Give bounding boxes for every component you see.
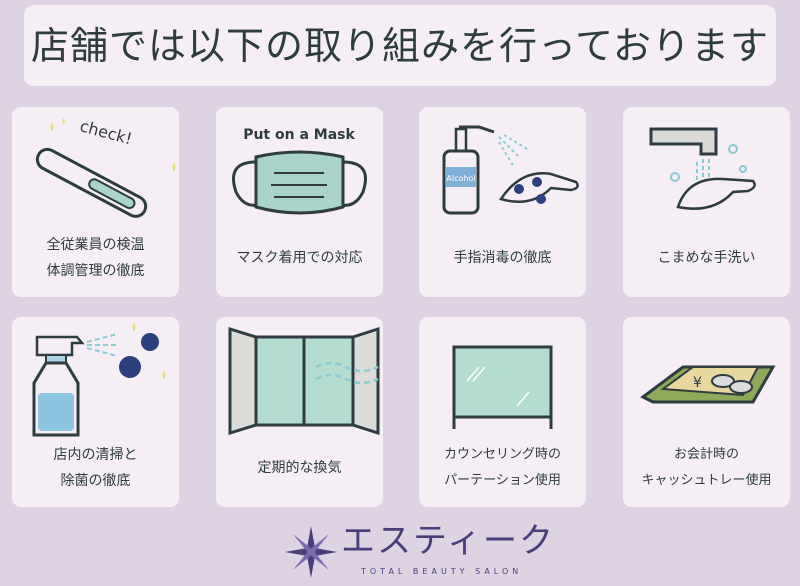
card-label: マスク着用での対応	[216, 227, 383, 289]
alcohol-sanitizer-icon: Alcohol	[442, 125, 579, 215]
mask-icon: Put on a Mask	[232, 127, 367, 215]
label-line: カウンセリング時の	[443, 447, 561, 462]
label-line: 体調管理の徹底	[46, 263, 145, 279]
card-cleaning: 店内の清掃と除菌の徹底	[12, 317, 179, 507]
window-ventilation-icon	[228, 326, 380, 436]
brand-logo: エスティーク TOTAL BEAUTY SALON	[283, 522, 553, 584]
label-line: キャッシュトレー使用	[641, 473, 772, 488]
label-line: 店内の清掃と	[53, 447, 138, 463]
check-caption: check!	[78, 116, 134, 148]
spray-bottle-icon	[32, 322, 166, 437]
card-handwash: こまめな手洗い	[623, 107, 790, 297]
card-label: 手指消毒の徹底	[419, 227, 586, 289]
label-line: 定期的な換気	[257, 460, 342, 476]
card-ventilation: 定期的な換気	[216, 317, 383, 507]
yen-symbol: ¥	[693, 375, 702, 391]
brand-tagline: TOTAL BEAUTY SALON	[361, 567, 523, 576]
label-line: マスク着用での対応	[236, 250, 363, 266]
star-logo-icon	[285, 526, 337, 578]
label-line: 除菌の徹底	[60, 473, 131, 489]
label-line: こまめな手洗い	[657, 250, 756, 266]
page-title: 店舗では以下の取り組みを行っております	[31, 23, 769, 68]
card-label: お会計時のキャッシュトレー使用	[623, 437, 790, 499]
label-line: お会計時の	[673, 447, 739, 462]
card-temperature-check: check! 全従業員の検温体調管理の徹底	[12, 107, 179, 297]
cash-tray-icon: ¥	[640, 365, 776, 404]
card-sanitize: Alcohol 手指消毒の徹底	[419, 107, 586, 297]
brand-name: エスティーク	[341, 521, 555, 561]
alcohol-label: Alcohol	[446, 174, 475, 183]
label-line: 手指消毒の徹底	[453, 250, 552, 266]
label-line: 全従業員の検温	[46, 237, 145, 253]
card-label: 全従業員の検温体調管理の徹底	[12, 227, 179, 289]
title-banner: 店舗では以下の取り組みを行っております	[24, 5, 776, 86]
label-line: パーテーション使用	[444, 473, 561, 488]
card-label: 定期的な換気	[216, 437, 383, 499]
mask-caption: Put on a Mask	[243, 127, 355, 143]
card-label: カウンセリング時のパーテーション使用	[419, 437, 586, 499]
hand-washing-icon	[649, 127, 756, 210]
card-label: 店内の清掃と除菌の徹底	[12, 437, 179, 499]
thermometer-icon: check!	[35, 116, 176, 218]
card-label: こまめな手洗い	[623, 227, 790, 289]
card-mask: Put on a Mask マスク着用での対応	[216, 107, 383, 297]
card-partition: カウンセリング時のパーテーション使用	[419, 317, 586, 507]
partition-icon	[452, 345, 553, 429]
card-cash-tray: ¥ お会計時のキャッシュトレー使用	[623, 317, 790, 507]
